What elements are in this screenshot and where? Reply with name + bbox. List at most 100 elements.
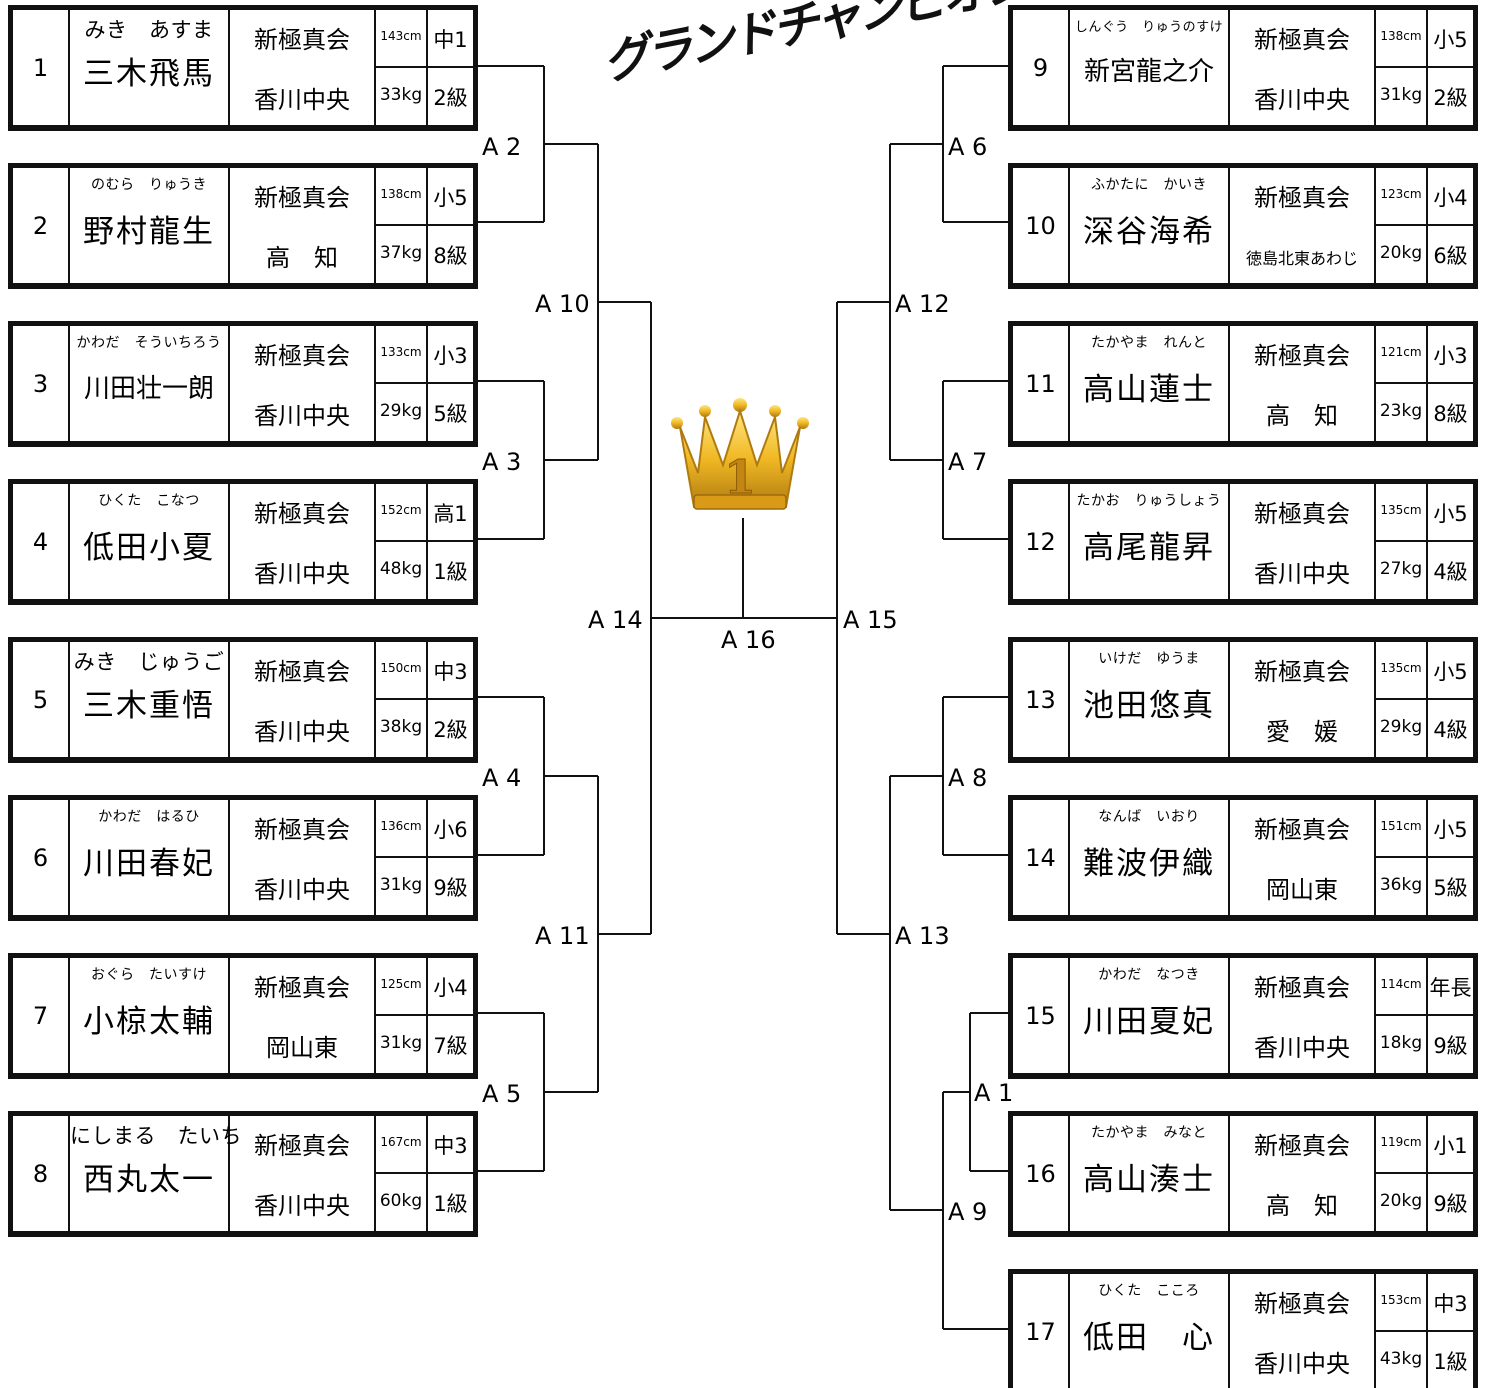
participant-name: 三木重悟	[70, 680, 228, 725]
entry-number: 3	[13, 326, 70, 441]
height-value: 136cm	[376, 819, 426, 833]
weight-value: 23kg	[1376, 401, 1426, 421]
match-label: A 4	[480, 765, 523, 791]
participant-card: 16たかやま みなと高山湊士新極真会高 知119cm20kg小19級	[1008, 1111, 1478, 1237]
match-label: A 8	[946, 765, 989, 791]
branch-name: 徳島北東あわじ	[1230, 245, 1374, 269]
name-column: なんば いおり難波伊織	[1070, 800, 1230, 915]
belt-rank: 9級	[1428, 1030, 1473, 1060]
entry-number: 9	[1013, 10, 1070, 125]
name-column: たかやま みなと高山湊士	[1070, 1116, 1230, 1231]
school-grade: 小1	[1428, 1130, 1473, 1160]
branch-name: 香川中央	[1230, 1028, 1374, 1063]
stats-divider	[1376, 1330, 1473, 1332]
branch-name: 香川中央	[230, 396, 374, 431]
name-column: のむら りゅうき野村龍生	[70, 168, 230, 283]
club-name: 新極真会	[230, 968, 374, 1003]
match-label: A 14	[586, 607, 645, 633]
name-column: おぐら たいすけ小椋太輔	[70, 958, 230, 1073]
name-column: かわだ はるひ川田春妃	[70, 800, 230, 915]
club-column: 新極真会高 知	[1230, 326, 1376, 441]
name-column: いけだ ゆうま池田悠真	[1070, 642, 1230, 757]
belt-rank: 5級	[1428, 872, 1473, 902]
crown-rank: 1	[724, 450, 756, 504]
height-value: 135cm	[1376, 503, 1426, 517]
match-label: A 15	[841, 607, 900, 633]
participant-name: 低田 心	[1070, 1312, 1228, 1357]
furigana-reading: たかやま れんと	[1070, 332, 1228, 352]
match-label: A 13	[893, 923, 952, 949]
club-column: 新極真会香川中央	[230, 800, 376, 915]
club-column: 新極真会香川中央	[230, 1116, 376, 1231]
weight-value: 29kg	[376, 401, 426, 421]
height-value: 138cm	[376, 187, 426, 201]
stats-divider	[376, 66, 473, 68]
entry-number: 1	[13, 10, 70, 125]
club-column: 新極真会香川中央	[1230, 958, 1376, 1073]
entry-number: 13	[1013, 642, 1070, 757]
participant-card: 15かわだ なつき川田夏妃新極真会香川中央114cm18kg年長9級	[1008, 953, 1478, 1079]
school-grade: 中1	[428, 24, 473, 54]
school-grade: 小4	[1428, 182, 1473, 212]
match-label: A 10	[533, 291, 592, 317]
furigana-reading: みき じゅうご	[70, 646, 228, 676]
branch-name: 岡山東	[1230, 870, 1374, 905]
furigana-reading: たかお りゅうしょう	[1070, 490, 1228, 510]
name-column: ふかたに かいき深谷海希	[1070, 168, 1230, 283]
weight-value: 31kg	[1376, 85, 1426, 105]
stats-divider	[1376, 1014, 1473, 1016]
participant-card: 5みき じゅうご三木重悟新極真会香川中央150cm38kg中32級	[8, 637, 478, 763]
belt-rank: 2級	[428, 82, 473, 112]
stats-divider	[376, 1172, 473, 1174]
branch-name: 香川中央	[230, 1186, 374, 1221]
participant-name: 高山湊士	[1070, 1154, 1228, 1199]
match-label: A 12	[893, 291, 952, 317]
branch-name: 高 知	[1230, 396, 1374, 431]
participant-name: 高山蓮士	[1070, 364, 1228, 409]
stats-column: 121cm23kg小38級	[1376, 326, 1473, 441]
match-label: A 1	[972, 1080, 1015, 1106]
furigana-reading: ひくた こなつ	[70, 490, 228, 510]
club-name: 新極真会	[1230, 20, 1374, 55]
weight-value: 20kg	[1376, 1191, 1426, 1211]
club-column: 新極真会岡山東	[230, 958, 376, 1073]
match-label: A 2	[480, 134, 523, 160]
name-column: ひくた こなつ低田小夏	[70, 484, 230, 599]
school-grade: 中3	[428, 656, 473, 686]
weight-value: 37kg	[376, 243, 426, 263]
club-column: 新極真会香川中央	[230, 326, 376, 441]
stats-column: 114cm18kg年長9級	[1376, 958, 1473, 1073]
furigana-reading: かわだ そういちろう	[70, 332, 228, 352]
club-name: 新極真会	[1230, 178, 1374, 213]
participant-name: 川田夏妃	[1070, 996, 1228, 1041]
branch-name: 香川中央	[230, 870, 374, 905]
participant-name: 三木飛馬	[70, 48, 228, 93]
school-grade: 小6	[428, 814, 473, 844]
crown-icon: 1	[668, 395, 813, 525]
participant-name: 小椋太輔	[70, 996, 228, 1041]
furigana-reading: たかやま みなと	[1070, 1122, 1228, 1142]
stats-divider	[1376, 224, 1473, 226]
club-name: 新極真会	[1230, 336, 1374, 371]
branch-name: 高 知	[230, 238, 374, 273]
stats-column: 153cm43kg中31級	[1376, 1274, 1473, 1388]
height-value: 152cm	[376, 503, 426, 517]
furigana-reading: のむら りゅうき	[70, 174, 228, 194]
club-column: 新極真会香川中央	[230, 10, 376, 125]
stats-column: 135cm29kg小54級	[1376, 642, 1473, 757]
furigana-reading: しんぐう りゅうのすけ	[1070, 16, 1228, 35]
participant-card: 6かわだ はるひ川田春妃新極真会香川中央136cm31kg小69級	[8, 795, 478, 921]
match-label: A 5	[480, 1081, 523, 1107]
school-grade: 年長	[1428, 972, 1473, 1002]
belt-rank: 2級	[1428, 82, 1473, 112]
club-name: 新極真会	[230, 652, 374, 687]
weight-value: 48kg	[376, 559, 426, 579]
height-value: 119cm	[1376, 1135, 1426, 1149]
furigana-reading: おぐら たいすけ	[70, 964, 228, 984]
school-grade: 小5	[428, 182, 473, 212]
stats-divider	[1376, 540, 1473, 542]
